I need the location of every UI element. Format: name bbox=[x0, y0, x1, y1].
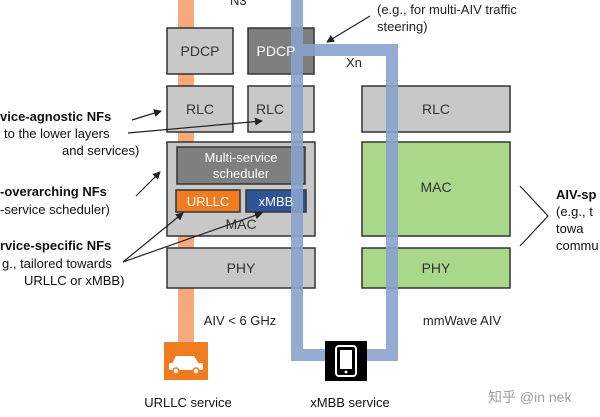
scheduler-box bbox=[176, 146, 306, 185]
overarching-body: -service scheduler) bbox=[0, 202, 110, 217]
urllc-box bbox=[175, 189, 241, 213]
urllc-service-label: URLLC service bbox=[144, 395, 231, 410]
rlc-left-label: RLC bbox=[186, 101, 214, 117]
agnostic-arrow-1 bbox=[131, 109, 162, 121]
xmbb-traffic-path bbox=[291, 0, 398, 361]
mac-right-stack-label: MAC bbox=[420, 179, 451, 195]
pdcp-right-label: PDCP bbox=[257, 43, 296, 59]
pdcp-left-label: PDCP bbox=[181, 43, 220, 59]
n3-label: N3 bbox=[230, 0, 247, 8]
rlc-right-stack-label: RLC bbox=[422, 101, 450, 117]
callout-top-line1: (e.g., for multi-AIV traffic bbox=[377, 2, 517, 17]
agnostic-arrow-2 bbox=[127, 117, 263, 134]
aiv-specific-brace bbox=[519, 185, 549, 247]
agnostic-body-line2: and services) bbox=[62, 143, 139, 158]
aiv-specific-body-line2: towa bbox=[556, 221, 584, 236]
specific-title: rvice-specific NFs bbox=[0, 238, 111, 253]
overarching-arrow bbox=[135, 171, 161, 197]
phy-left-box bbox=[166, 247, 316, 289]
agnostic-title: vice-agnostic NFs bbox=[0, 109, 111, 124]
agnostic-body-line1: to the lower layers bbox=[4, 126, 110, 141]
pdcp-left-box bbox=[166, 27, 234, 75]
xn-label: Xn bbox=[346, 55, 362, 70]
smartphone-icon bbox=[325, 341, 367, 381]
phy-left-label: PHY bbox=[227, 260, 256, 276]
car-icon bbox=[164, 342, 208, 380]
scheduler-label-line1: Multi-service bbox=[205, 150, 278, 165]
rlc-right-label: RLC bbox=[256, 101, 284, 117]
xmbb-service-label: xMBB service bbox=[310, 395, 389, 410]
specific-body-line1: g., tailored towards bbox=[2, 256, 112, 271]
aiv-specific-title: AIV-sp bbox=[556, 187, 597, 202]
scheduler-label-line2: scheduler bbox=[213, 166, 270, 181]
watermark: 知乎 @in nek bbox=[488, 389, 572, 405]
specific-body-line2: URLLC or xMBB) bbox=[24, 273, 124, 288]
specific-arrow-2 bbox=[122, 211, 263, 263]
specific-arrow-1 bbox=[122, 212, 184, 263]
xmbb-label: xMBB bbox=[259, 194, 294, 209]
phy-right-stack-label: PHY bbox=[422, 260, 451, 276]
aiv-specific-body-line1: (e.g., t bbox=[556, 204, 593, 219]
overarching-title: -overarching NFs bbox=[0, 184, 107, 199]
urllc-label: URLLC bbox=[187, 194, 230, 209]
aiv-specific-body-line3: commu bbox=[556, 238, 599, 253]
callout-top-arrow bbox=[326, 15, 371, 43]
mac-left-label: MAC bbox=[225, 216, 256, 232]
mmwave-aiv-caption: mmWave AIV bbox=[423, 313, 502, 328]
callout-top-line2: steering) bbox=[377, 19, 428, 34]
aiv-below-6ghz-caption: AIV < 6 GHz bbox=[204, 313, 277, 328]
